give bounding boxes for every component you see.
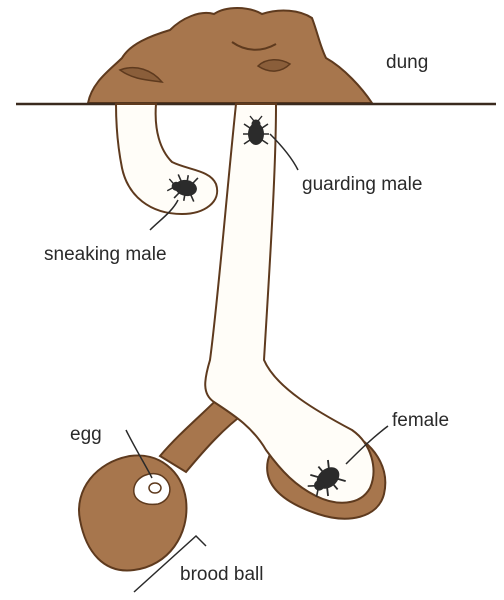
label-female: female xyxy=(392,410,449,431)
brood-ball xyxy=(79,455,186,570)
main-tunnel xyxy=(205,104,373,503)
label-egg: egg xyxy=(70,424,102,445)
label-brood-ball: brood ball xyxy=(180,564,263,585)
sneak-tunnel xyxy=(116,104,217,214)
label-sneaking-male: sneaking male xyxy=(44,244,167,265)
dung-pile xyxy=(88,8,372,103)
egg-icon xyxy=(134,474,170,505)
label-dung: dung xyxy=(386,52,428,73)
label-guarding-male: guarding male xyxy=(302,174,422,195)
